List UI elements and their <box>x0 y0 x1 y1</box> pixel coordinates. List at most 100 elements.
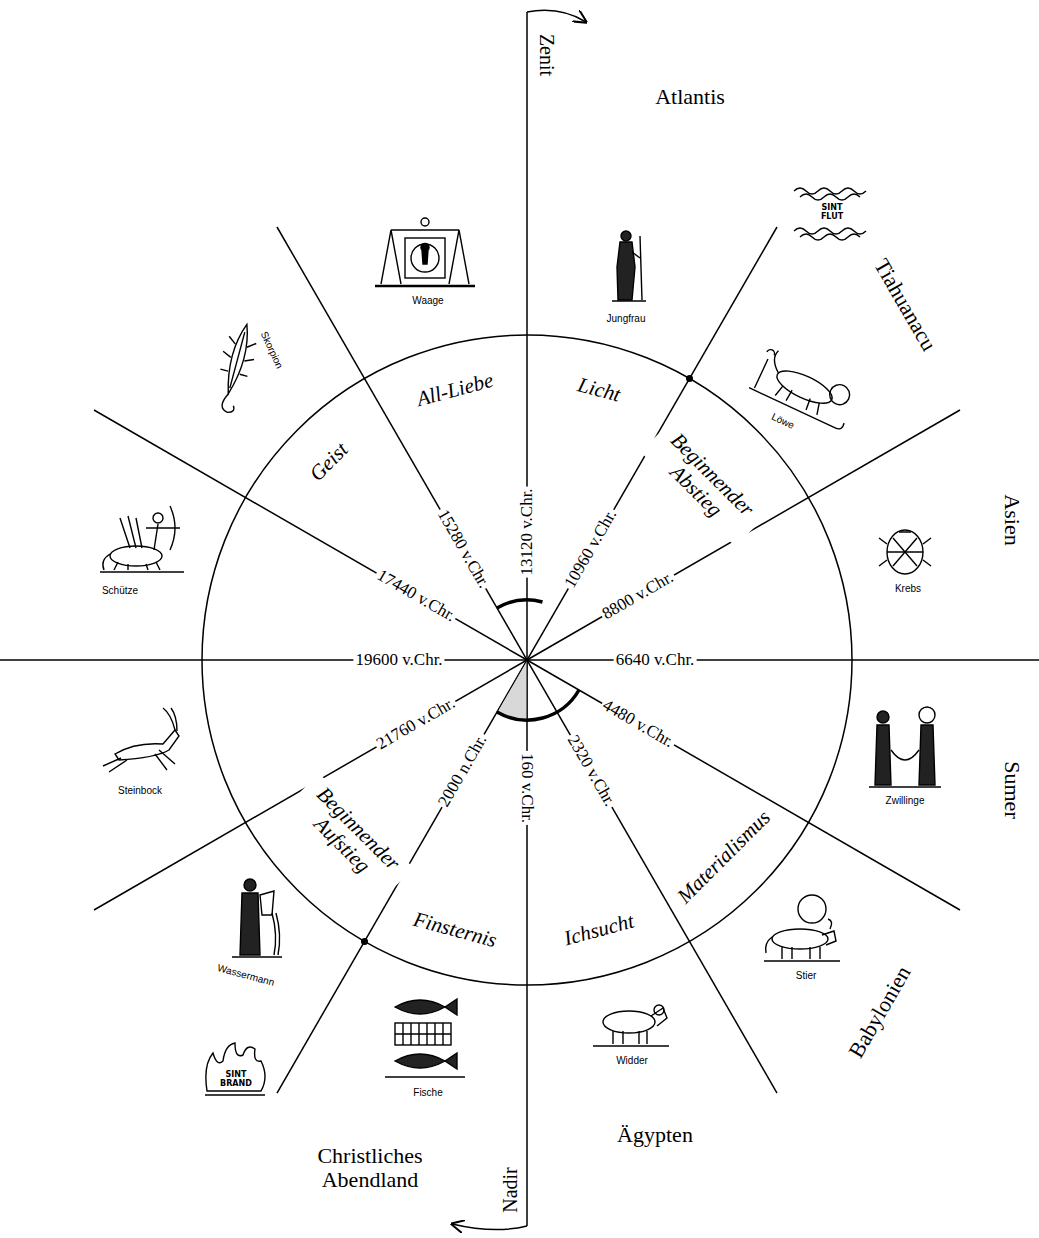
label-anchor: Widder <box>614 1055 650 1066</box>
libra-icon <box>375 218 475 286</box>
taurus-icon <box>764 895 840 961</box>
region-name: Sumer <box>1000 759 1024 820</box>
label-anchor: Tiahuanacu <box>868 253 942 357</box>
label-anchor: Waage <box>410 295 445 306</box>
age-divider <box>527 227 777 660</box>
cancer-icon <box>879 530 931 574</box>
zenith-nadir-axis <box>526 12 528 1226</box>
label-anchor: 21760 v.Chr. <box>372 693 460 755</box>
era-label: Beginnender Abstieg <box>640 420 767 547</box>
label-anchor: Babylonien <box>843 960 917 1063</box>
age-divider <box>527 410 960 660</box>
nadir-arrow <box>452 1224 527 1230</box>
date-label: 4480 v.Chr. <box>597 695 678 753</box>
zodiac-name: Schütze <box>100 585 140 596</box>
date-label: 2000 n.Chr. <box>434 730 492 812</box>
zodiac-name: Waage <box>410 295 445 306</box>
zodiac-name: Zwillinge <box>884 795 927 806</box>
shaded-sector <box>497 660 527 720</box>
label-anchor: Sumer <box>1000 759 1024 820</box>
region-name: Asien <box>1000 492 1024 547</box>
age-divider <box>277 227 527 660</box>
zodiac-name: Wassermann <box>214 962 277 989</box>
label-anchor: Beginnender Abstieg <box>640 420 767 547</box>
date-label: 15280 v.Chr. <box>432 505 494 593</box>
region-name: Tiahuanacu <box>868 253 942 357</box>
age-divider <box>277 660 527 1093</box>
age-divider <box>94 660 527 910</box>
scorpio-icon <box>208 320 262 415</box>
date-label: 10960 v.Chr. <box>560 505 622 593</box>
region-name: Babylonien <box>843 960 917 1063</box>
era-label: Licht <box>574 372 626 407</box>
date-label: 19600 v.Chr. <box>353 651 444 670</box>
age-divider <box>527 660 960 910</box>
label-anchor: Licht <box>574 372 626 407</box>
label-anchor: 17440 v.Chr. <box>372 565 460 627</box>
arc-bracket <box>497 600 543 608</box>
label-anchor: Beginnender Aufstieg <box>287 773 414 900</box>
era-label: All-Liebe <box>412 368 497 412</box>
zodiac-name: Steinbock <box>116 785 164 796</box>
label-anchor: 19600 v.Chr. <box>353 651 444 670</box>
age-divider <box>527 660 777 1093</box>
sagittarius-icon <box>100 506 184 572</box>
label-anchor: Asien <box>1000 492 1024 547</box>
zodiac-name: Krebs <box>893 583 923 594</box>
label-anchor: Materialismus <box>671 804 776 909</box>
age-divider <box>94 410 527 660</box>
leo-icon <box>749 346 860 431</box>
label-anchor: 13120 v.Chr. <box>518 486 537 577</box>
label-anchor: 2000 n.Chr. <box>434 730 492 812</box>
aquarius-icon <box>232 879 282 957</box>
zodiac-name: Stier <box>794 970 819 981</box>
date-label: 6640 v.Chr. <box>614 651 697 670</box>
label-anchor: Schütze <box>100 585 140 596</box>
zenith-arrow <box>527 10 586 22</box>
label-anchor: Finsternis <box>408 908 500 953</box>
label-anchor: SINT FLUT <box>812 204 852 222</box>
date-label: 160 v.Chr. <box>518 751 537 825</box>
zodiac-name: Widder <box>614 1055 650 1066</box>
label-anchor: Nadir <box>499 1165 521 1215</box>
label-anchor: 2320 v.Chr. <box>562 730 620 811</box>
era-label: Ichsucht <box>560 910 639 952</box>
label-anchor: Skorpion <box>258 328 286 372</box>
label-anchor: All-Liebe <box>412 368 497 412</box>
label-anchor: 15280 v.Chr. <box>432 505 494 593</box>
label-anchor: Krebs <box>893 583 923 594</box>
axis-lines <box>0 10 1039 1229</box>
great-circle <box>202 335 852 985</box>
region-name: Christliches Abendland <box>288 1144 452 1192</box>
label-anchor: 6640 v.Chr. <box>614 651 697 670</box>
label-anchor: Löwe <box>768 410 798 432</box>
label-anchor: Zwillinge <box>884 795 927 806</box>
label-anchor: Christliches Abendland <box>288 1144 452 1192</box>
axis-label: Nadir <box>499 1165 521 1215</box>
label-anchor: Wassermann <box>214 962 277 989</box>
label-anchor: 160 v.Chr. <box>518 751 537 825</box>
label-anchor: Fische <box>411 1087 444 1098</box>
label-anchor: Zenit <box>536 32 558 78</box>
fire-icon <box>205 1043 265 1095</box>
horizontal-axis <box>0 659 1039 661</box>
era-label: Geist <box>304 437 355 488</box>
label-anchor: Ichsucht <box>560 910 639 952</box>
label-anchor: Ägypten <box>615 1123 695 1147</box>
circle-dot <box>686 375 693 382</box>
virgo-icon <box>612 231 646 301</box>
date-label: 2320 v.Chr. <box>562 730 620 811</box>
capricorn-icon <box>103 708 179 772</box>
date-label: 13120 v.Chr. <box>518 486 537 577</box>
zodiac-icons <box>100 188 941 1095</box>
label-anchor: 4480 v.Chr. <box>597 695 678 753</box>
gemini-icon <box>869 707 941 787</box>
era-label: Finsternis <box>408 908 500 953</box>
date-label: 8800 v.Chr. <box>597 567 678 625</box>
label-anchor: Stier <box>794 970 819 981</box>
region-name: Atlantis <box>653 85 727 109</box>
label-anchor: 10960 v.Chr. <box>560 505 622 593</box>
date-label: 21760 v.Chr. <box>372 693 460 755</box>
